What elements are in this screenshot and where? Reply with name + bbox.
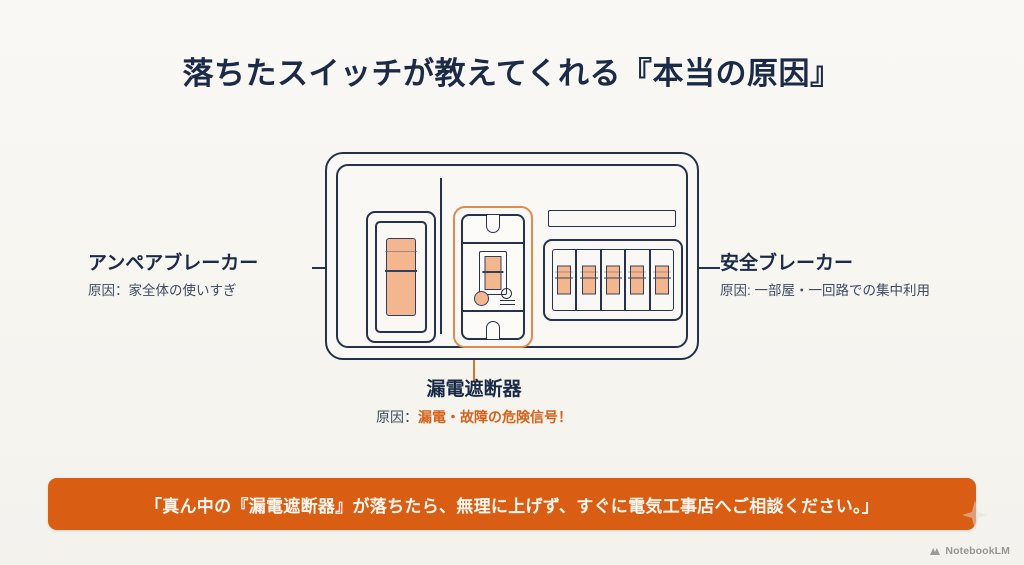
callout-ampere-breaker-title: アンペアブレーカー (88, 253, 259, 274)
earth-leakage-breaker (461, 214, 525, 340)
safety-breaker-switch[interactable] (555, 265, 574, 295)
sparkle-icon (962, 500, 988, 530)
indicator-circle-icon (501, 288, 512, 299)
breaker-seam-bottom (463, 310, 523, 312)
callout-earth-leakage-breaker-cause: 原因：漏電・故障の危険信号！ (312, 408, 636, 426)
ampere-breaker (366, 211, 436, 343)
earth-leakage-breaker-switch[interactable] (482, 256, 504, 290)
callout-earth-leakage-breaker-title: 漏電遮断器 (426, 379, 522, 400)
callout-ampere-breaker: アンペアブレーカー 原因：家全体の使いすぎ (88, 252, 312, 299)
ampere-breaker-switch[interactable] (385, 238, 417, 316)
notebooklm-watermark: NotebookLM (929, 545, 1010, 557)
safety-breaker-switch[interactable] (628, 265, 647, 295)
safety-breaker[interactable] (552, 249, 577, 311)
advice-banner: 「真ん中の『漏電遮断器』が落ちたら、無理に上げず、すぐに電気工事店へご相談くださ… (48, 478, 976, 530)
earth-leakage-breaker-highlight (453, 206, 533, 348)
indicator-bars-icon (500, 299, 515, 308)
test-button-icon[interactable] (474, 291, 489, 306)
callout-ampere-breaker-cause: 原因：家全体の使いすぎ (88, 282, 237, 298)
safety-breaker[interactable] (576, 249, 601, 311)
advice-banner-text: 「真ん中の『漏電遮断器』が落ちたら、無理に上げず、すぐに電気工事店へご相談くださ… (144, 496, 880, 516)
ampere-breaker-inner (375, 221, 427, 333)
notebooklm-watermark-label: NotebookLM (945, 545, 1010, 557)
safety-breaker[interactable] (625, 249, 650, 311)
page-title: 落ちたスイッチが教えてくれる『本当の原因』 (182, 56, 842, 91)
safety-breaker-switch[interactable] (579, 265, 598, 295)
safety-breaker-switch[interactable] (652, 265, 671, 295)
distribution-panel-diagram (325, 152, 699, 360)
callout-safety-breaker-title: 安全ブレーカー (720, 253, 854, 274)
safety-breaker[interactable] (600, 249, 626, 311)
cause-accent: 漏電・故障の危険信号！ (418, 408, 572, 425)
circuit-label-strip (548, 210, 676, 227)
earth-leakage-switch-frame (479, 251, 507, 295)
cause-prefix: 原因： (376, 408, 418, 425)
breaker-notch-top-icon (486, 215, 500, 233)
breaker-notch-bottom-icon (486, 321, 500, 339)
panel-inner-frame (336, 164, 688, 348)
callout-safety-breaker: 安全ブレーカー 原因: 一部屋・一回路での集中利用 (720, 252, 990, 299)
callout-safety-breaker-cause: 原因: 一部屋・一回路での集中利用 (720, 282, 931, 298)
safety-breaker[interactable] (649, 249, 675, 311)
breaker-seam-top (463, 242, 523, 244)
panel-divider (440, 178, 442, 334)
safety-breaker-group (543, 239, 683, 321)
safety-breaker-row (552, 249, 675, 311)
notebooklm-logo-icon (930, 547, 941, 555)
safety-breaker-switch[interactable] (604, 265, 623, 295)
callout-earth-leakage-breaker: 漏電遮断器 原因：漏電・故障の危険信号！ (312, 378, 636, 426)
